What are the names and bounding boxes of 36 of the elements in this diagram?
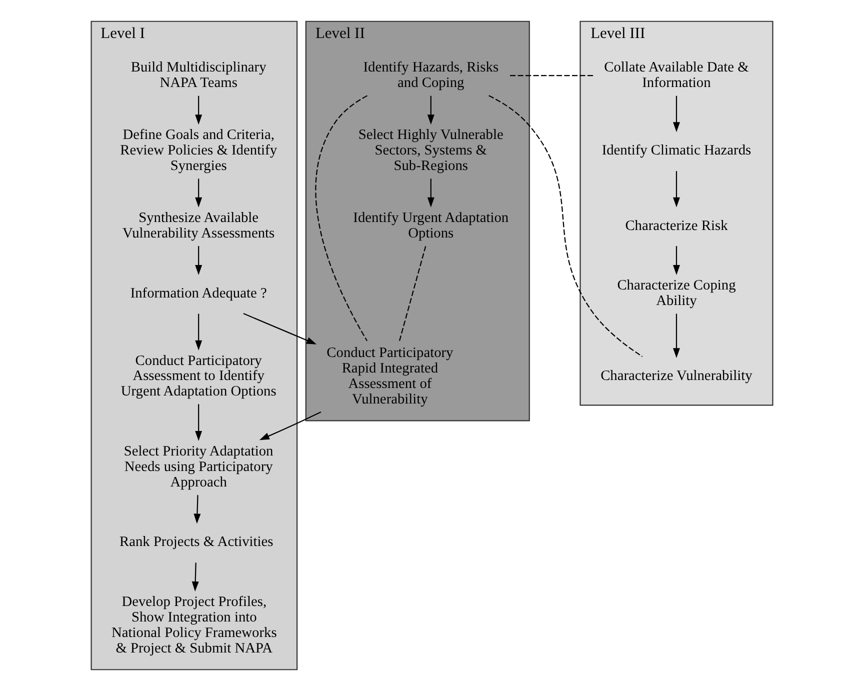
node-text: Build Multidisciplinary NAPA Teams — [130, 60, 266, 92]
node-text: Conduct Participatory Assessment to Identify Urgent Adaptation Options — [120, 352, 276, 400]
node-text: Develop Project Profiles, Show Integration into National Policy Frameworks & Project & Submit NAPA — [112, 594, 277, 656]
connector — [488, 95, 643, 357]
node-text: Information Adequate ? — [130, 285, 267, 302]
node-text: Characterize Vulnerability — [600, 368, 752, 384]
node-text: Select Highly Vulnerable Sectors, Systems & Sub-Regions — [358, 127, 504, 174]
arrow — [673, 246, 680, 276]
arrow — [427, 178, 434, 208]
arrow — [427, 96, 434, 125]
arrow — [195, 314, 202, 350]
arrow — [194, 495, 201, 524]
node-text: Collate Available Date & Information — [604, 60, 749, 92]
node-text: Identify Urgent Adaptation Options — [353, 210, 509, 242]
node-text: Characterize Risk — [625, 218, 728, 234]
arrow — [673, 96, 680, 132]
node-text: Identify Hazards, Risks and Coping — [363, 60, 499, 92]
arrow — [195, 246, 202, 276]
node-text: Identify Climatic Hazards — [602, 142, 752, 159]
connector — [398, 246, 426, 341]
arrow — [192, 562, 199, 592]
node-text: Define Goals and Criteria, Review Policies & Identify Synergies — [120, 127, 278, 174]
arrow — [673, 171, 680, 208]
node-text: Synthesize Available Vulnerability Assessments — [122, 210, 275, 242]
arrow — [195, 404, 202, 441]
arrow — [195, 178, 202, 208]
node-text: Characterize Coping Ability — [617, 278, 736, 310]
node-text: Select Priority Adaptation Needs using Participatory Approach — [124, 443, 274, 490]
arrow — [259, 412, 322, 440]
arrow — [673, 314, 680, 358]
node-text: Conduct Participatory Rapid Integrated Assessment of Vulnerability — [326, 345, 454, 408]
connector — [315, 95, 368, 342]
node-text: Rank Projects & Activities — [120, 534, 274, 550]
arrow — [195, 96, 202, 125]
connector — [510, 75, 594, 76]
arrow — [243, 313, 317, 344]
